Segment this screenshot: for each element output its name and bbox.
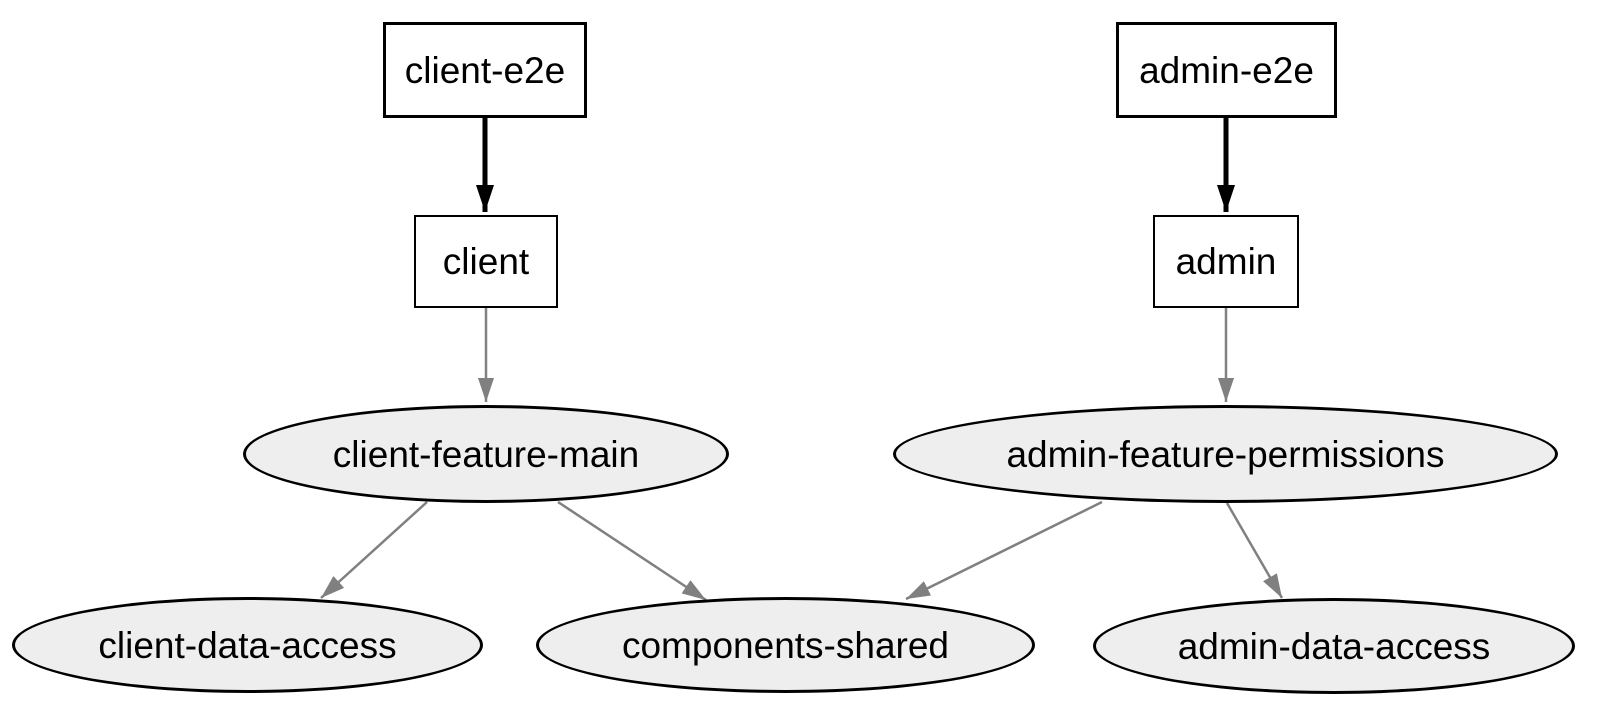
node-admin-data-access: admin-data-access (1093, 598, 1575, 694)
edge-client-feature-main-to-client-data-access (320, 501, 428, 599)
edge-admin-feature-permissions-to-components-shared (905, 500, 1103, 601)
node-admin-feature-permissions: admin-feature-permissions (893, 405, 1558, 503)
node-client-feature-main: client-feature-main (243, 405, 729, 503)
edge-admin-feature-permissions-to-admin-data-access (1225, 502, 1284, 599)
node-client-data-access: client-data-access (12, 597, 483, 693)
node-client: client (414, 215, 558, 308)
node-client-e2e: client-e2e (383, 22, 587, 118)
node-admin-e2e: admin-e2e (1116, 22, 1337, 118)
node-admin: admin (1153, 215, 1299, 308)
edge-client-feature-main-to-components-shared (557, 500, 707, 602)
node-components-shared: components-shared (536, 597, 1035, 693)
